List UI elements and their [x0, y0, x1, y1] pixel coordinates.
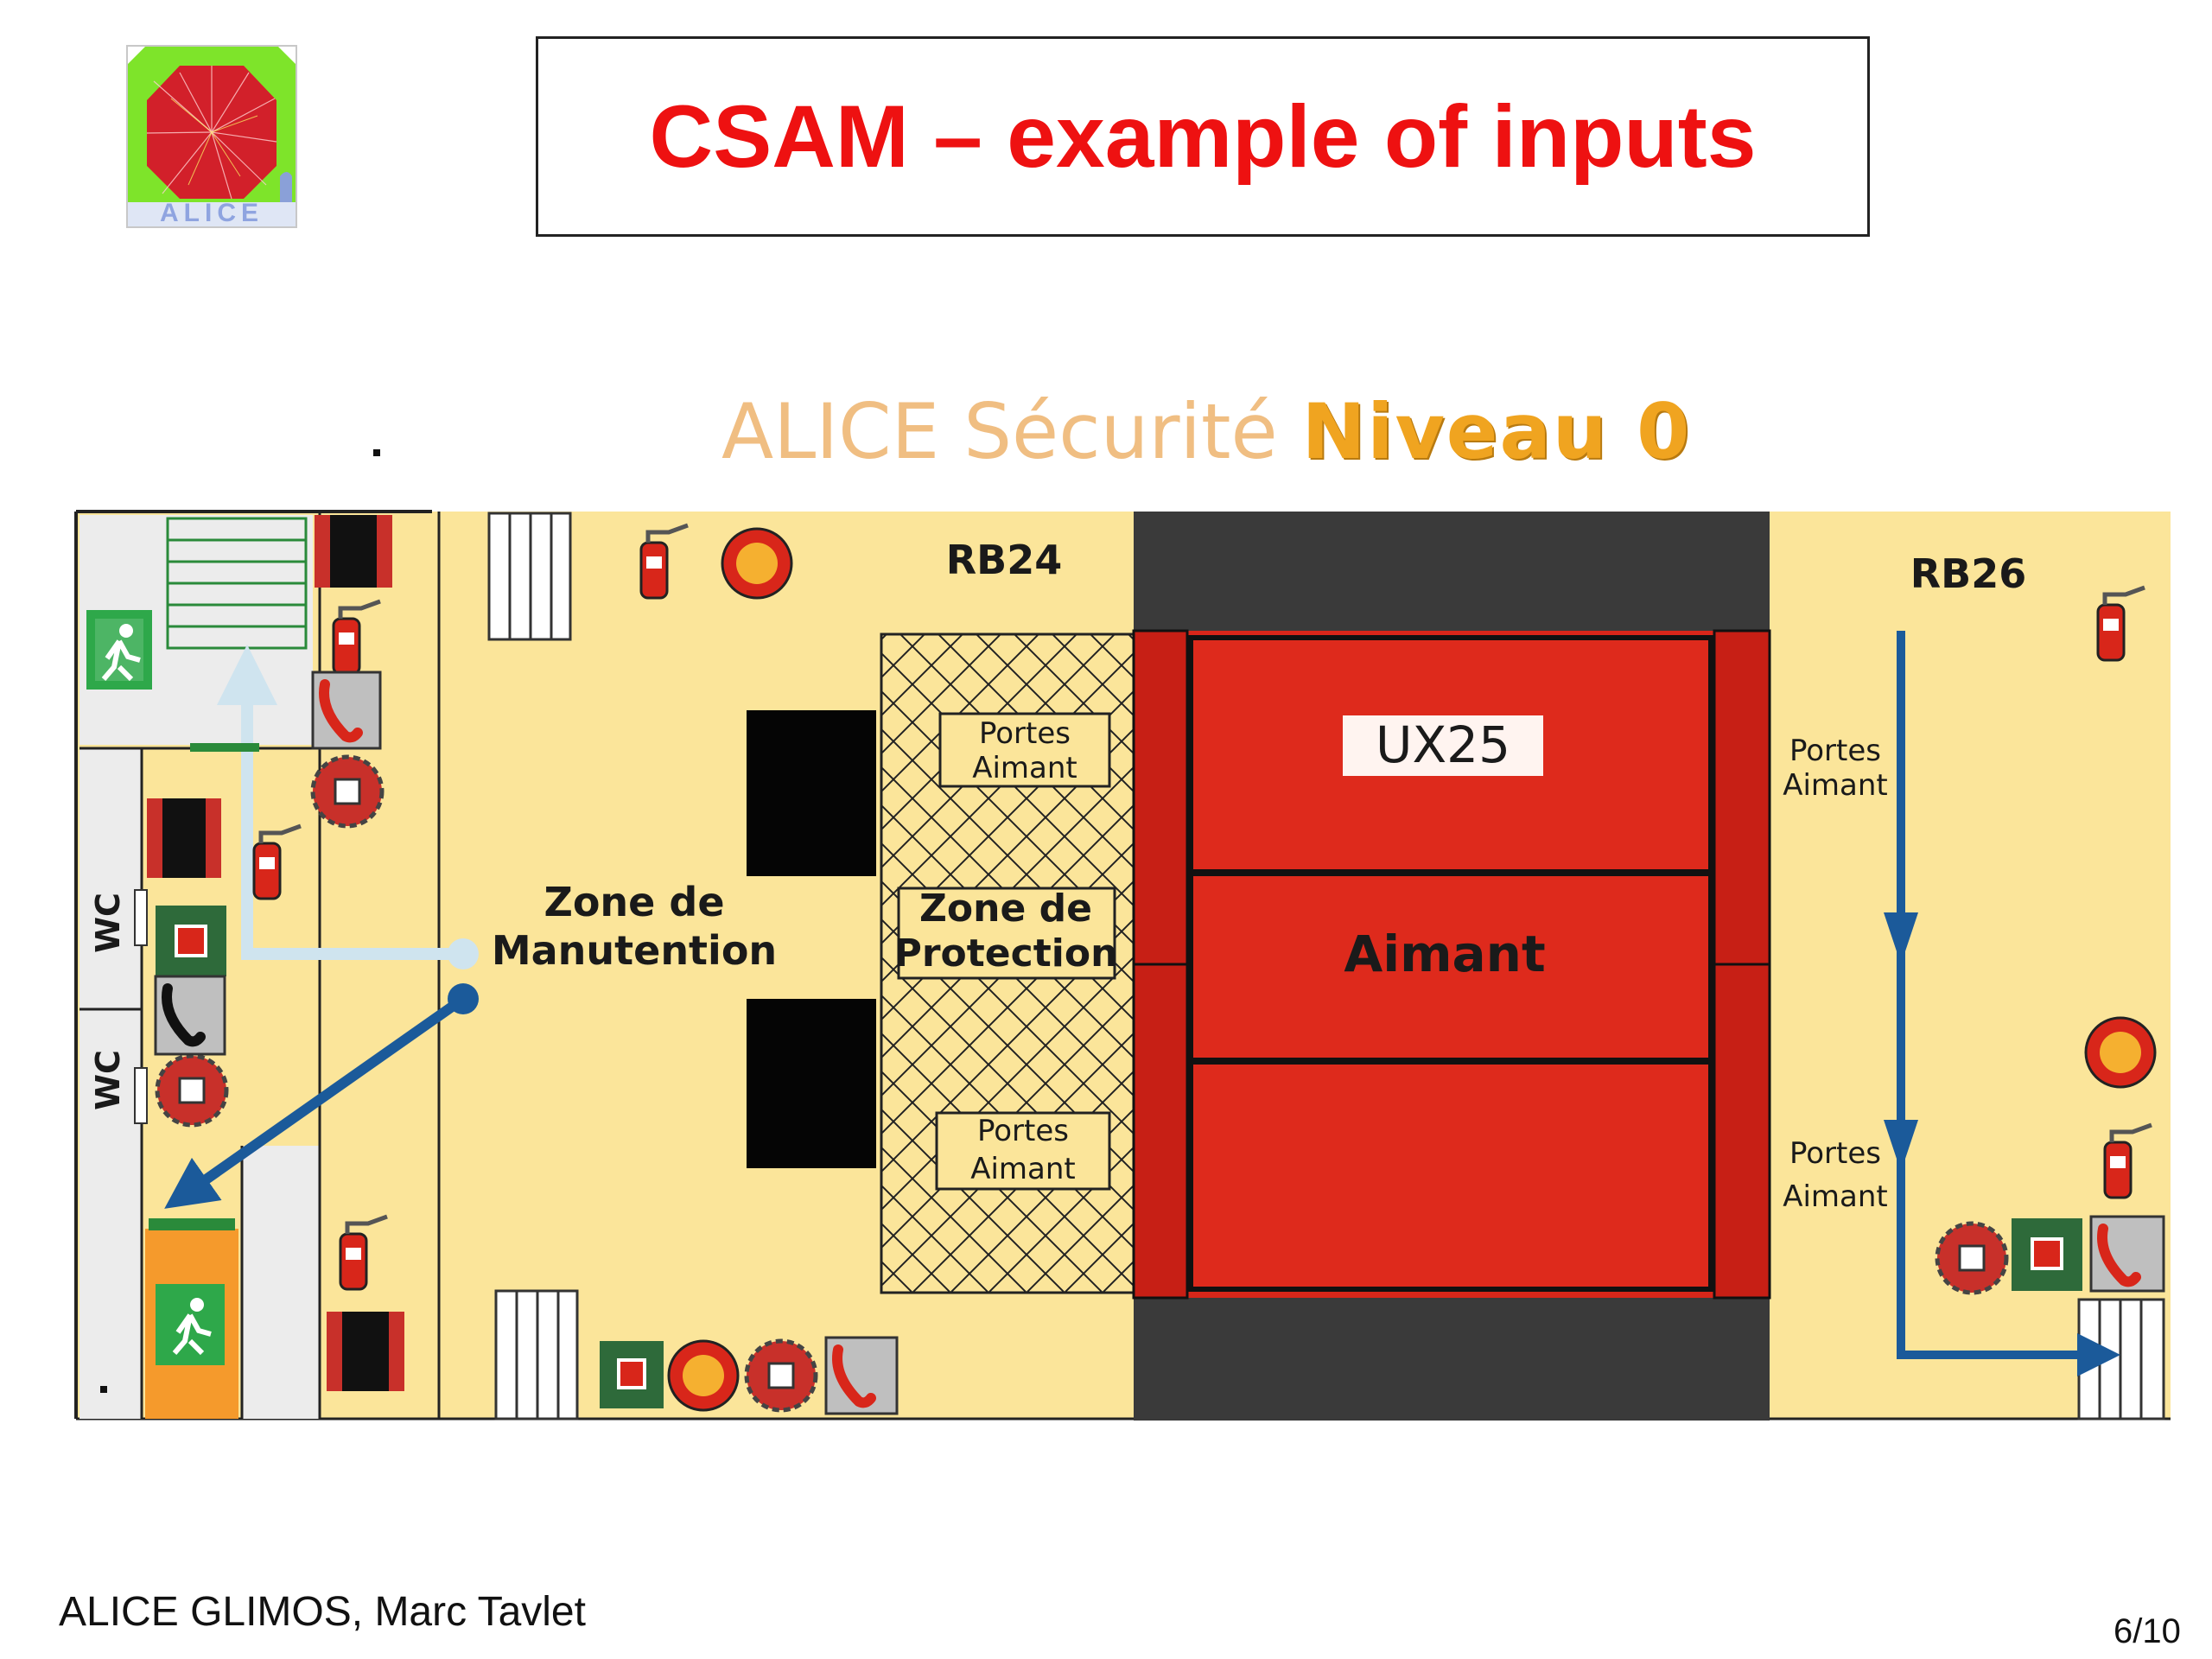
evacuation-arrow-light — [217, 645, 479, 969]
alarm-button-icon — [600, 1341, 664, 1408]
fire-extinguisher-icon — [339, 1214, 388, 1291]
detector-icon — [1935, 1221, 2009, 1295]
zone-manutention-line2: Manutention — [492, 927, 777, 974]
evacuation-arrow-blue-left — [164, 983, 479, 1209]
phone-icon — [2089, 1215, 2165, 1293]
portes-label-3: Portes — [1789, 734, 1881, 768]
aimant-small-label-2: Aimant — [970, 1152, 1076, 1186]
emergency-stop-icon — [721, 527, 793, 600]
fire-extinguisher-icon — [2103, 1122, 2152, 1199]
slide-title: CSAM – example of inputs — [649, 86, 1757, 186]
detector-icon — [744, 1338, 818, 1413]
detector-icon — [155, 1053, 229, 1128]
fire-extinguisher-icon — [2096, 585, 2145, 662]
stairs-middle-top — [487, 512, 572, 641]
emergency-stop-icon — [2084, 1016, 2157, 1089]
fire-extinguisher-icon — [639, 523, 689, 600]
portes-label-1: Portes — [979, 716, 1071, 751]
black-block-lower — [747, 999, 876, 1168]
phone-icon — [824, 1336, 899, 1415]
emergency-exit-icon — [86, 610, 152, 690]
aimant-small-label-1: Aimant — [972, 751, 1077, 785]
alice-logo: ALICE — [126, 45, 297, 228]
plan-title-part2: Niveau 0 — [1301, 387, 1692, 476]
emergency-exit-icon — [156, 1284, 225, 1365]
plan-title-part1: ALICE Sécurité — [721, 387, 1278, 476]
dark-band-top — [1134, 512, 1770, 631]
aimant-small-label-3: Aimant — [1783, 768, 1888, 803]
zone-manutention-line1: Zone de — [543, 879, 724, 925]
zone-protection-line1: Zone de — [919, 887, 1092, 931]
aimant-small-label-4: Aimant — [1783, 1179, 1888, 1214]
stairs-middle-bottom — [494, 1289, 579, 1421]
fire-extinguisher-icon — [252, 823, 302, 900]
phone-icon — [311, 671, 382, 750]
plan-title: ALICE Sécurité Niveau 0 — [721, 387, 1689, 482]
aimant-label: Aimant — [1344, 925, 1545, 983]
dark-band-bottom — [1134, 1298, 1770, 1421]
footer-author: ALICE GLIMOS, Marc Tavlet — [59, 1589, 586, 1635]
portes-label-2: Portes — [977, 1114, 1069, 1148]
evacuation-arrow-blue-right — [1884, 631, 2120, 1376]
phone-icon — [154, 975, 226, 1056]
rb26-label: RB26 — [1910, 550, 2027, 597]
cable-drum-icon — [147, 798, 221, 878]
emergency-stop-icon — [667, 1339, 740, 1412]
alarm-button-icon — [156, 906, 226, 976]
cable-drum-icon — [327, 1312, 404, 1391]
ux25-label: UX25 — [1376, 715, 1510, 774]
portes-label-4: Portes — [1789, 1136, 1881, 1171]
page-number: 6/10 — [2113, 1612, 2181, 1650]
wc-label-2: WC — [89, 1050, 127, 1110]
wc-label-1: WC — [89, 893, 127, 953]
ux25-badge — [1343, 715, 1543, 776]
cable-drum-icon — [315, 515, 392, 588]
logo-text: ALICE — [160, 199, 264, 227]
black-block-upper — [747, 710, 876, 876]
zone-protection-line2: Protection — [894, 931, 1118, 976]
rb24-label: RB24 — [946, 537, 1063, 583]
title-box: CSAM – example of inputs — [536, 36, 1870, 237]
detector-icon — [310, 754, 385, 829]
alarm-button-icon — [2012, 1218, 2082, 1291]
